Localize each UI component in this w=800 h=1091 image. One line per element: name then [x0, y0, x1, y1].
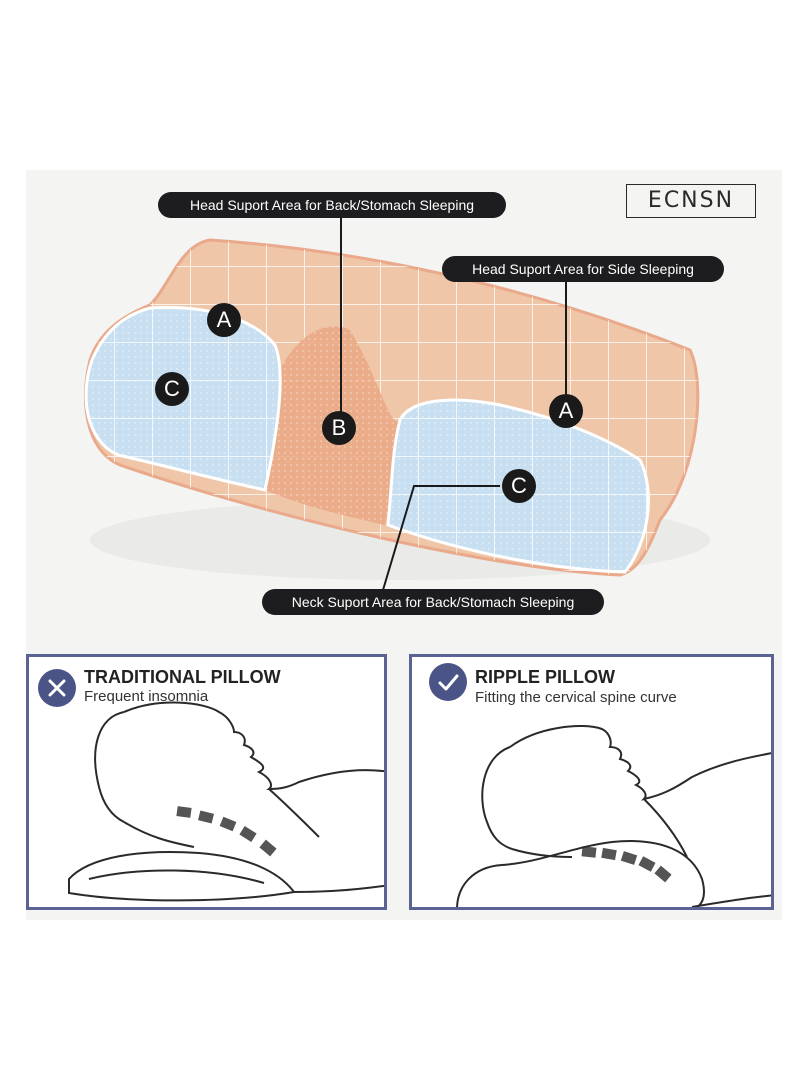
- badge-a-right: A: [549, 394, 583, 428]
- badge-c-right: C: [502, 469, 536, 503]
- x-icon: [38, 669, 76, 707]
- brand-logo: ECNSN: [626, 184, 756, 218]
- callout-head-back: Head Suport Area for Back/Stomach Sleepi…: [158, 192, 506, 218]
- traditional-title: TRADITIONAL PILLOW: [84, 667, 281, 687]
- traditional-pillow-panel: TRADITIONAL PILLOW Frequent insomnia: [26, 654, 387, 910]
- callout-neck-back: Neck Suport Area for Back/Stomach Sleepi…: [262, 589, 604, 615]
- traditional-subtitle: Frequent insomnia: [84, 688, 209, 705]
- badge-b: B: [322, 411, 356, 445]
- callout-line-neck: [382, 485, 500, 591]
- ripple-sleeper-illustration: [456, 725, 771, 907]
- check-icon: [429, 663, 467, 701]
- ripple-subtitle: Fitting the cervical spine curve: [475, 689, 677, 706]
- badge-c-left: C: [155, 372, 189, 406]
- ripple-pillow-panel: RIPPLE PILLOW Fitting the cervical spine…: [409, 654, 774, 910]
- traditional-sleeper-illustration: [68, 701, 384, 902]
- callout-head-side: Head Suport Area for Side Sleeping: [442, 256, 724, 282]
- ripple-title: RIPPLE PILLOW: [475, 667, 616, 687]
- badge-a-left: A: [207, 303, 241, 337]
